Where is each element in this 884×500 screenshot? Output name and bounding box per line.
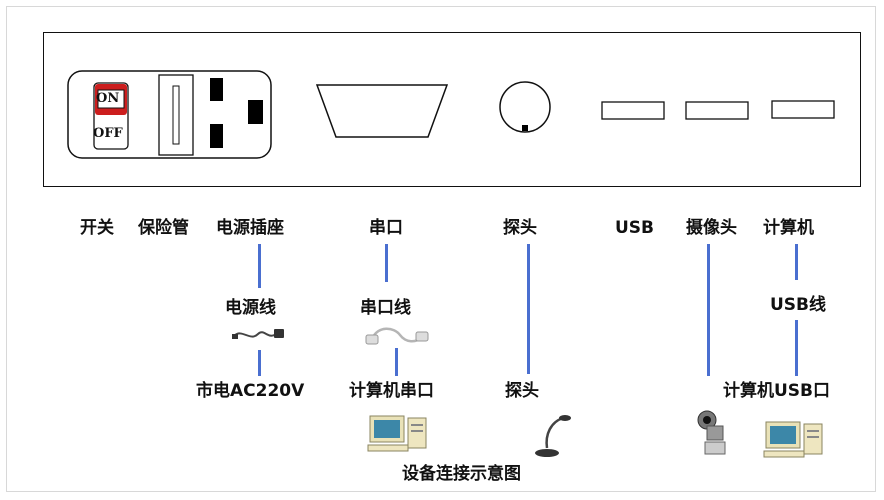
fuse-holder [158,74,194,156]
microphone-probe-icon [535,415,571,457]
label-pc-usb: 计算机USB口 [723,381,831,401]
label-pc-serial: 计算机串口 [349,381,434,401]
serial-port [315,84,449,138]
line-probe [527,244,530,374]
label-serial: 串口 [369,218,403,238]
camera-icon [697,410,726,455]
power-cable-icon [232,329,284,339]
device-rear-panel [43,32,861,187]
line-power-socket [258,244,261,288]
label-serial-cable: 串口线 [360,298,411,318]
label-camera: 摄像头 [686,218,737,238]
diagram-frame [6,6,876,492]
line-serial [385,244,388,282]
label-probe-end: 探头 [505,381,539,401]
label-mains: 市电AC220V [196,381,305,401]
label-probe: 探头 [503,218,537,238]
label-power-cable: 电源线 [225,298,276,318]
power-socket-pins [210,78,263,148]
usb-port-1 [601,101,665,120]
line-usb-cable [795,320,798,376]
label-computer: 计算机 [763,218,814,238]
computer-usb-icon [763,421,823,458]
label-usb-cable: USB线 [770,295,827,315]
power-switch [93,82,129,150]
usb-port-2 [685,101,749,120]
probe-port [499,81,551,133]
serial-cable-icon [365,327,429,345]
computer-icon [367,415,427,452]
line-mains [258,350,261,376]
switch-on-text: ON [96,91,120,106]
label-power-socket: 电源插座 [216,218,284,238]
usb-port-3 [771,100,835,119]
diagram-caption: 设备连接示意图 [402,464,521,484]
line-computer-usb [795,244,798,280]
line-pc-serial [395,348,398,376]
label-switch: 开关 [80,218,114,238]
switch-off-text: OFF [93,126,123,141]
label-usb: USB [615,218,655,238]
line-camera [707,244,710,376]
label-fuse: 保险管 [138,218,189,238]
